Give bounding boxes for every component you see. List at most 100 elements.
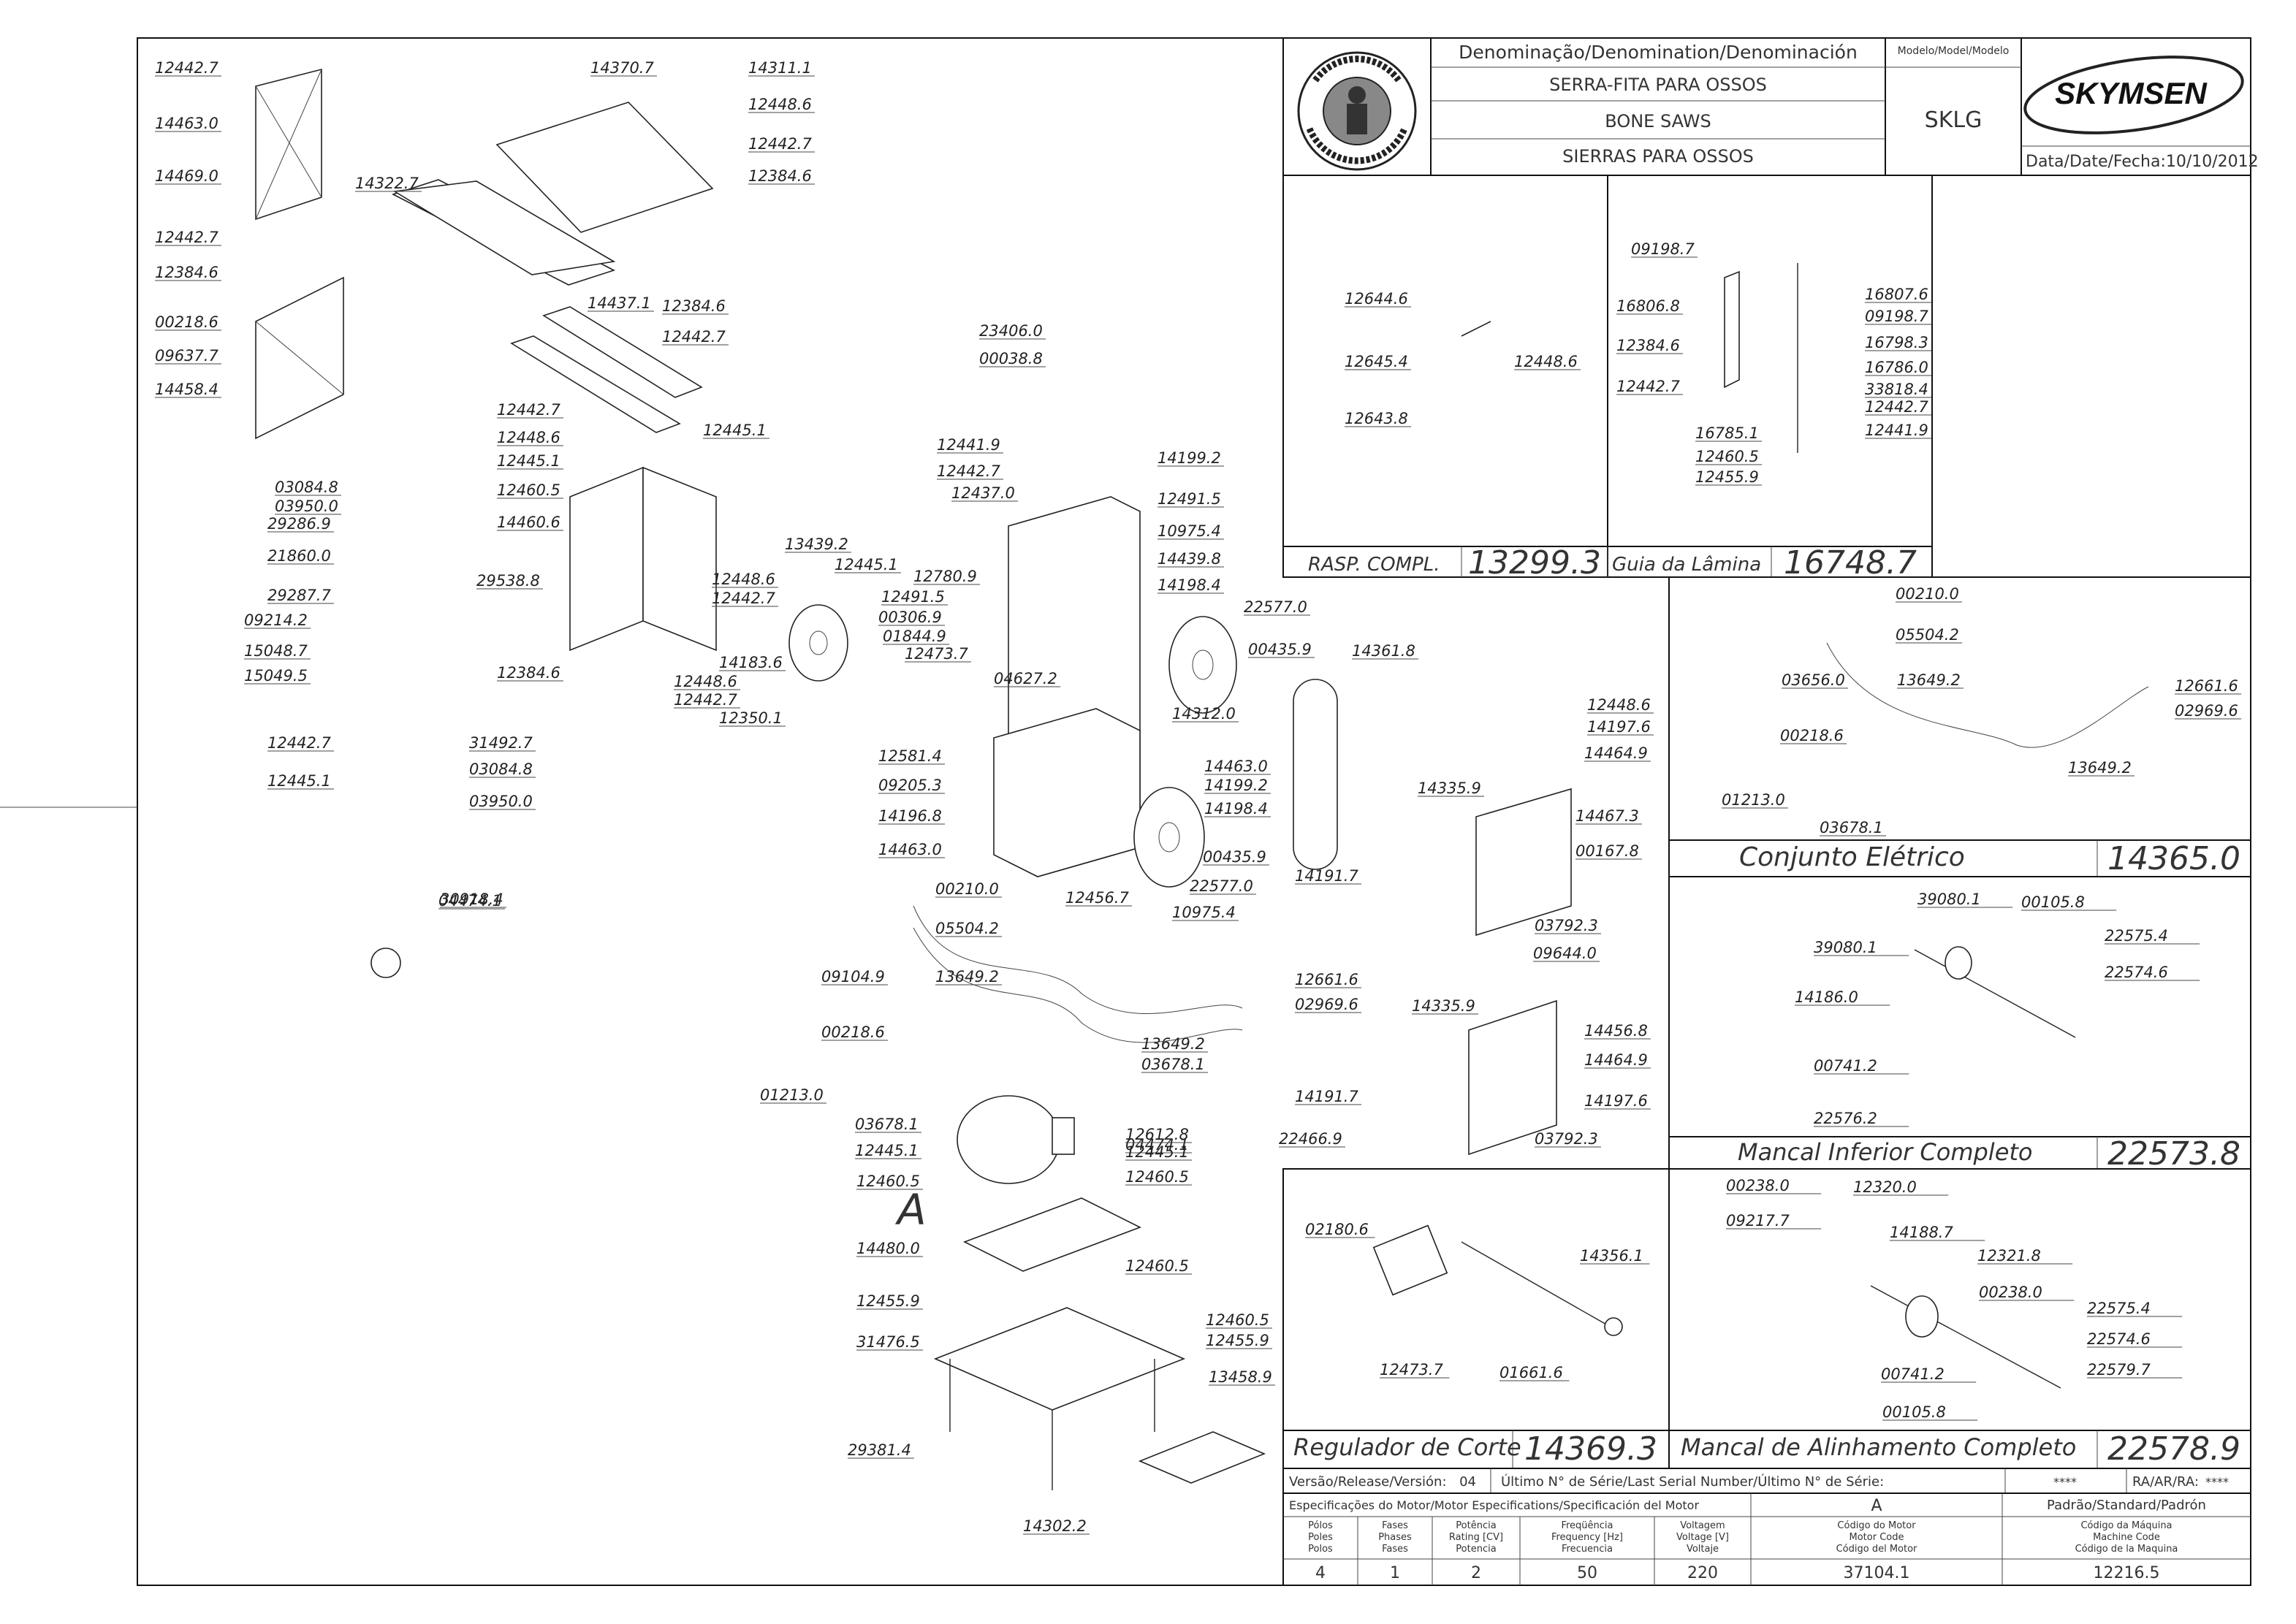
part-callout-main: 10975.4 — [1172, 904, 1236, 921]
part-callout-mancal_alin: 12320.0 — [1853, 1178, 1917, 1196]
part-callout-main: 14183.6 — [719, 654, 783, 671]
part-callout-main: 04474.1 — [1125, 1136, 1189, 1154]
skymsen-logo: SKYMSEN — [2023, 56, 2244, 134]
part-callout-regulador: 01661.6 — [1499, 1364, 1563, 1381]
part-callout-mancal_alin: 00238.0 — [1726, 1177, 1790, 1194]
version-label: Versão/Release/Versión: — [1289, 1474, 1447, 1490]
motor-table-header: Potencia — [1456, 1544, 1496, 1555]
part-callout-mancal_alin: 22575.4 — [2087, 1300, 2151, 1317]
part-callout-main: 14456.8 — [1584, 1022, 1648, 1040]
part-callout-main: 12460.5 — [1206, 1311, 1269, 1329]
part-callout-rasp: 12448.6 — [1514, 353, 1578, 370]
part-callout-mancal_inf: 14186.0 — [1795, 988, 1858, 1006]
part-callout-main: 03792.3 — [1535, 917, 1598, 934]
model-code: SKLG — [1925, 107, 1983, 133]
product-name-es: SIERRAS PARA OSSOS — [1562, 146, 1754, 167]
mancal-inferior-panel — [1668, 876, 2251, 1170]
part-callout-main: 03084.8 — [275, 479, 338, 496]
top-sub-panel — [1282, 175, 2251, 578]
part-callout-guia: 16798.3 — [1865, 334, 1928, 351]
part-callout-main: 12384.6 — [155, 264, 218, 281]
part-callout-main: 23406.0 — [979, 322, 1043, 340]
part-callout-mancal_alin: 00105.8 — [1882, 1403, 1946, 1421]
part-callout-main: 01213.0 — [760, 1086, 824, 1104]
part-callout-main: 12448.6 — [497, 429, 560, 446]
part-callout-mancal_inf: 39080.1 — [1917, 891, 1981, 908]
part-callout-guia: 09198.7 — [1631, 240, 1695, 258]
product-name-en: BONE SAWS — [1605, 111, 1711, 131]
part-callout-main: 12384.6 — [748, 167, 812, 185]
part-callout-main: 14460.6 — [497, 514, 560, 531]
part-callout-main: 15049.5 — [244, 667, 308, 685]
mancal-inferior-code: 22573.8 — [2107, 1135, 2240, 1173]
part-callout-main: 12460.5 — [1125, 1257, 1189, 1275]
part-callout-guia: 16785.1 — [1695, 424, 1759, 442]
rasp-code: 13299.3 — [1468, 544, 1601, 582]
motor-table-header: Voltaje — [1687, 1544, 1719, 1555]
part-callout-main: 12441.9 — [937, 436, 1000, 454]
standard-label: Padrão/Standard/Padrón — [2047, 1498, 2206, 1513]
part-callout-main: 03950.0 — [469, 793, 533, 810]
part-callout-main: 12384.6 — [662, 297, 726, 315]
part-callout-rasp: 12645.4 — [1345, 353, 1408, 370]
part-callout-guia: 12384.6 — [1616, 337, 1680, 354]
part-callout-mancal_inf: 22574.6 — [2105, 964, 2168, 981]
part-callout-main: 15048.7 — [244, 642, 308, 660]
part-callout-main: 29538.8 — [476, 572, 540, 590]
part-callout-main: 09205.3 — [878, 777, 942, 794]
part-callout-main: 12445.1 — [835, 556, 898, 573]
regulador-code: 14369.3 — [1524, 1430, 1657, 1468]
part-callout-main: 04627.2 — [994, 670, 1057, 687]
part-callout-main: 03950.0 — [275, 498, 338, 515]
part-callout-main: 12384.6 — [497, 664, 560, 682]
motor-table-header: Código da Máquina — [2080, 1520, 2172, 1531]
part-callout-main: 12460.5 — [1125, 1168, 1189, 1186]
part-callout-guia: 12460.5 — [1695, 448, 1759, 465]
eletrico-code: 14365.0 — [2107, 840, 2240, 877]
regulador-label: Regulador de Corte — [1293, 1433, 1521, 1461]
part-callout-main: 00218.6 — [821, 1023, 885, 1041]
part-callout-main: 14463.0 — [155, 115, 218, 132]
part-callout-main: 12437.0 — [951, 484, 1015, 502]
part-callout-main: 03084.8 — [469, 760, 533, 778]
title-block: Denominação/Denomination/Denominación Mo… — [1282, 37, 2259, 176]
version-value: 04 — [1459, 1474, 1476, 1490]
part-callout-main: 12445.1 — [855, 1142, 919, 1159]
model-header: Modelo/Model/Modelo — [1898, 45, 2010, 57]
part-callout-main: 09644.0 — [1533, 945, 1597, 962]
part-callout-mancal_inf: 39080.1 — [1814, 939, 1877, 956]
part-callout-guia: 12442.7 — [1865, 398, 1928, 416]
motor-table-value: 2 — [1471, 1564, 1481, 1582]
part-callout-main: 13649.2 — [1141, 1035, 1205, 1053]
motor-table-header: Frequency [Hz] — [1551, 1532, 1623, 1543]
part-callout-main: 00210.0 — [935, 880, 999, 898]
part-callout-guia: 12442.7 — [1616, 378, 1680, 395]
part-callout-mancal_inf: 22576.2 — [1814, 1110, 1877, 1127]
motor-table-value: 220 — [1687, 1564, 1718, 1582]
mancal-alinhamento-label: Mancal de Alinhamento Completo — [1681, 1433, 2076, 1461]
part-callout-main: 12350.1 — [719, 709, 783, 727]
part-callout-main: 00218.6 — [155, 313, 218, 331]
part-callout-regulador: 12473.7 — [1380, 1361, 1443, 1379]
part-callout-main: 09104.9 — [821, 968, 885, 986]
part-callout-mancal_alin: 14188.7 — [1890, 1224, 1953, 1241]
part-callout-main: 12491.5 — [1157, 490, 1221, 508]
part-callout-main: 14335.9 — [1412, 997, 1475, 1015]
part-callout-mancal_inf: 00741.2 — [1814, 1057, 1877, 1075]
part-callout-main: 14370.7 — [590, 59, 654, 77]
part-callout-main: 12612.8 — [1125, 1126, 1189, 1143]
motor-spec-table: Especificações do Motor/Motor Especifica… — [1282, 1493, 2251, 1586]
part-callout-main: 12442.7 — [267, 734, 331, 752]
part-callout-main: 12456.7 — [1065, 889, 1129, 907]
eletrico-panel — [1668, 576, 2251, 877]
part-callout-main: 12442.7 — [155, 59, 218, 77]
mancal-alinhamento-code: 22578.9 — [2107, 1430, 2240, 1468]
part-callout-main: 14198.4 — [1204, 800, 1268, 817]
part-callout-eletrico: 01213.0 — [1722, 791, 1785, 809]
serial-value: **** — [2053, 1475, 2077, 1489]
motor-table-header: Fases — [1382, 1520, 1408, 1531]
rasp-label: RASP. COMPL. — [1308, 554, 1440, 576]
date-label: Data/Date/Fecha:10/10/2012 — [2026, 153, 2259, 171]
part-callout-regulador: 02180.6 — [1305, 1221, 1369, 1238]
